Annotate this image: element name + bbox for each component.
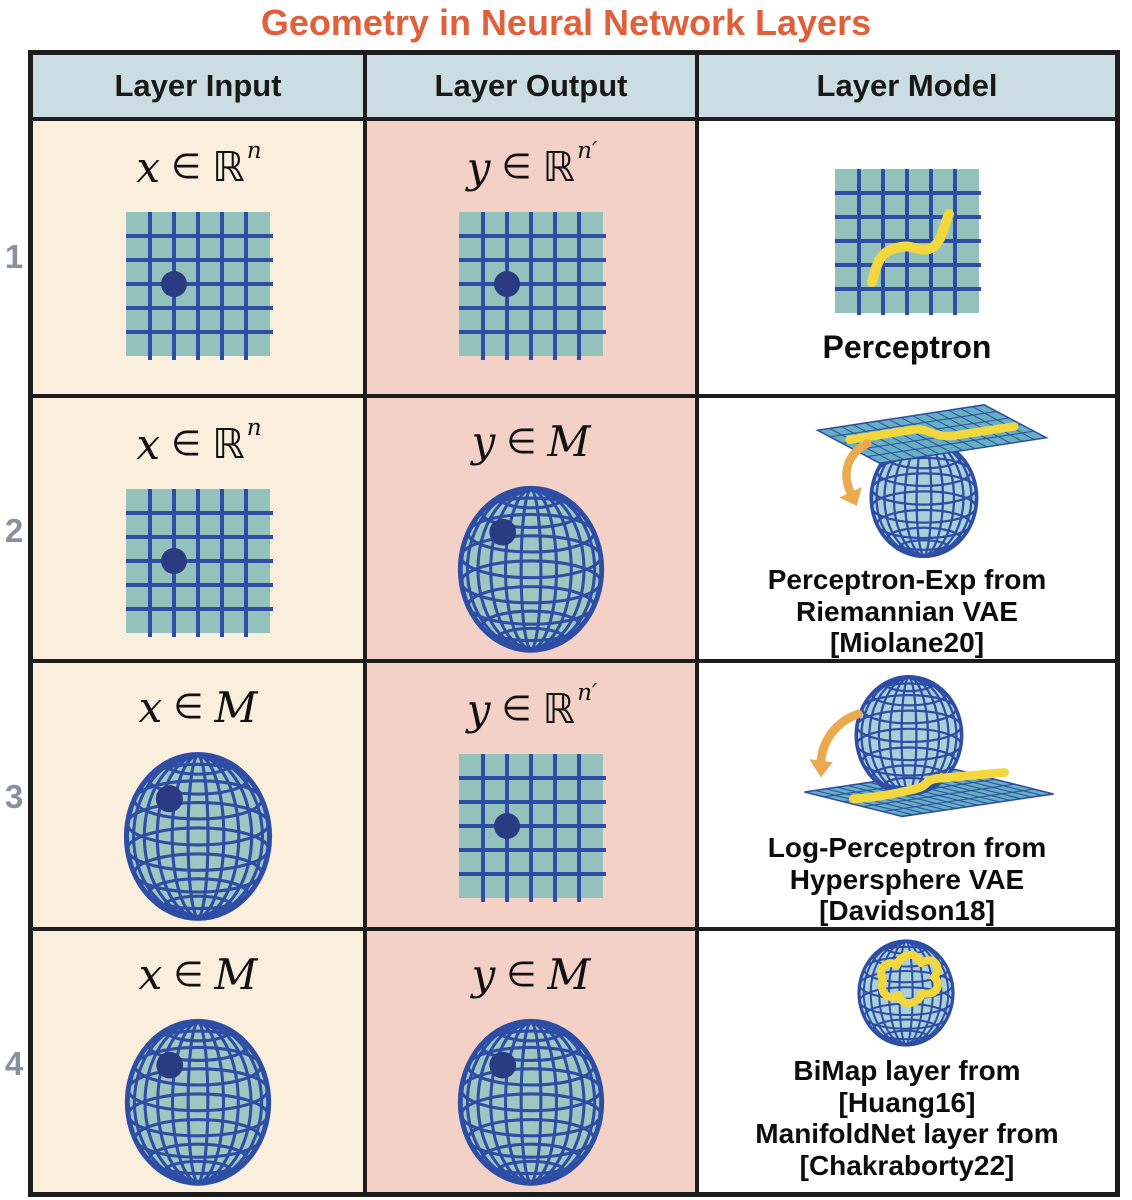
row-number-1: 1 — [4, 238, 24, 275]
formula-set: ℝ — [212, 420, 245, 468]
cell-output-row2: y∈M — [367, 398, 699, 663]
sphere-illustration — [123, 752, 273, 922]
plane-grid-illustration — [126, 212, 273, 360]
element-of-symbol: ∈ — [501, 147, 532, 187]
row-number-4: 4 — [4, 1045, 24, 1082]
cell-input-row3: x∈M — [33, 663, 367, 931]
formula-set: M — [547, 950, 591, 1000]
model-caption-line: [Miolane20] — [829, 627, 985, 659]
formula-set: ℝ — [212, 143, 245, 191]
sphere-illustration — [457, 1019, 605, 1187]
formula-set: M — [214, 682, 258, 732]
plane-grid-illustration — [459, 212, 606, 360]
formula-variable: y — [466, 142, 491, 192]
model-caption: Perceptron — [699, 329, 1115, 365]
figure-title: Geometry in Neural Network Layers — [260, 2, 872, 43]
element-of-symbol: ∈ — [171, 424, 202, 464]
formula-variable: y — [471, 950, 496, 1000]
model-caption-line: [Davidson18] — [819, 895, 995, 927]
formula-variable: x — [136, 419, 161, 469]
element-of-symbol: ∈ — [173, 687, 204, 728]
formula-superscript: n — [246, 138, 262, 164]
formula-set: ℝ — [542, 143, 576, 191]
formula-superscript: n′ — [577, 138, 598, 164]
output-formula: y∈M — [472, 944, 591, 1005]
plane-grid-illustration — [126, 489, 273, 637]
header-layer-input: Layer Input — [33, 55, 367, 121]
cell-model-row1: Perceptron — [699, 121, 1115, 398]
formula-variable: x — [136, 142, 161, 192]
model-caption-line: Perceptron — [822, 329, 992, 365]
formula-superscript: n — [246, 415, 262, 441]
header-layer-model: Layer Model — [699, 55, 1115, 121]
formula-set: ℝ — [542, 685, 576, 733]
model-log-map-illustration — [804, 675, 1054, 818]
model-sphere-curve-illustration — [857, 939, 955, 1047]
formula-variable: y — [471, 417, 496, 467]
formula-variable: x — [138, 950, 163, 1000]
formula-set: M — [214, 950, 258, 1000]
sphere-illustration — [457, 486, 605, 654]
model-caption-line: Log-Perceptron from — [767, 832, 1047, 864]
model-caption-line: Riemannian VAE — [796, 595, 1018, 627]
model-caption-line: [Chakraborty22] — [799, 1149, 1015, 1181]
input-formula: x∈M — [139, 944, 258, 1005]
formula-set: M — [547, 417, 591, 467]
model-plane-curve-illustration — [835, 169, 981, 315]
model-exp-map-illustration — [815, 404, 1049, 559]
row-number-3: 3 — [4, 778, 24, 815]
element-of-symbol: ∈ — [506, 954, 537, 995]
element-of-symbol: ∈ — [173, 954, 204, 995]
cell-input-row4: x∈M — [33, 931, 367, 1192]
geometry-table: Layer Input Layer Output Layer Model x∈ℝ… — [28, 50, 1120, 1197]
model-caption: BiMap layer from[Huang16]ManifoldNet lay… — [699, 1055, 1115, 1182]
model-caption-line: ManifoldNet layer from — [755, 1118, 1059, 1150]
output-formula: y∈M — [472, 411, 591, 472]
model-caption-line: BiMap layer from — [793, 1055, 1021, 1086]
model-caption-line: [Huang16] — [838, 1086, 976, 1118]
input-formula: x∈M — [139, 676, 258, 738]
element-of-symbol: ∈ — [506, 421, 537, 462]
formula-variable: y — [466, 684, 491, 734]
cell-model-row4: BiMap layer from[Huang16]ManifoldNet lay… — [699, 931, 1115, 1192]
header-layer-output: Layer Output — [367, 55, 699, 121]
element-of-symbol: ∈ — [171, 147, 202, 187]
plane-grid-illustration — [459, 754, 606, 902]
model-caption-line: Hypersphere VAE — [789, 863, 1025, 895]
formula-superscript: n′ — [577, 680, 598, 706]
row-number-2: 2 — [4, 512, 24, 549]
sphere-illustration — [124, 1019, 272, 1187]
formula-variable: x — [138, 682, 163, 732]
cell-output-row4: y∈M — [367, 931, 699, 1192]
element-of-symbol: ∈ — [501, 689, 532, 729]
model-caption-line: Perceptron-Exp from — [767, 564, 1047, 596]
